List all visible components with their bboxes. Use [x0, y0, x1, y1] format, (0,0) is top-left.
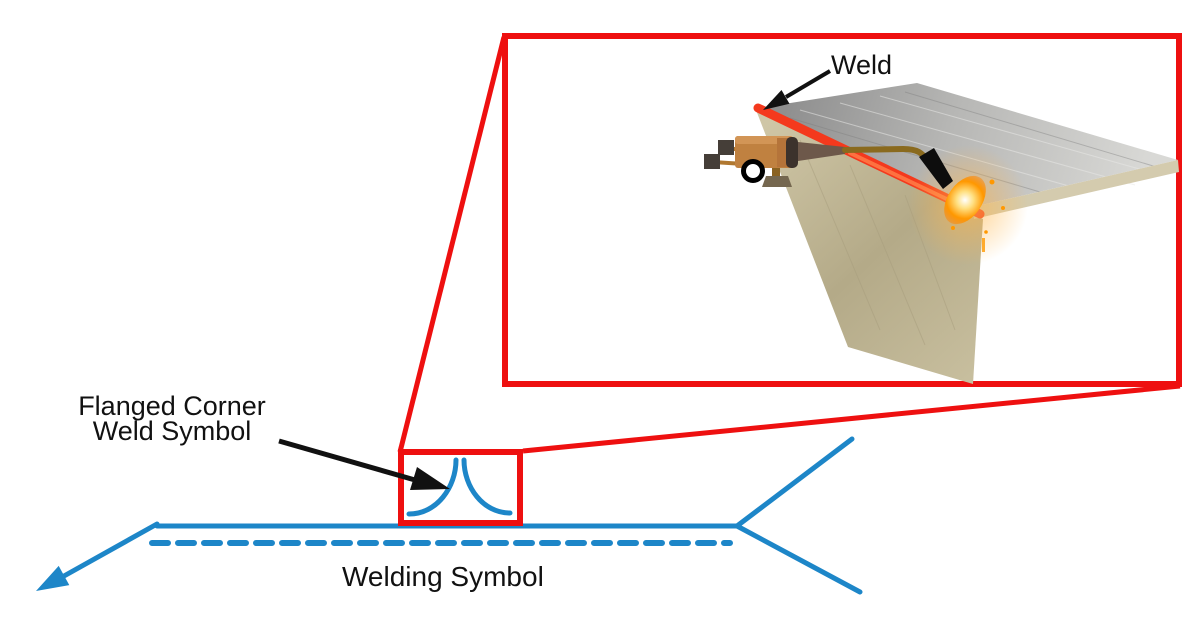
- flanged-label-arrow: [278, 438, 450, 490]
- pedestal: [762, 176, 792, 187]
- nozzle-cone: [798, 142, 845, 161]
- spool-ring-icon: [741, 159, 765, 183]
- weld-label-arrow: [763, 69, 832, 110]
- flanged-corner-label-line2: Weld Symbol: [92, 416, 252, 446]
- zoom-connector-line-2: [522, 383, 1181, 454]
- welding-symbol-label: Welding Symbol: [342, 561, 544, 592]
- body-stem: [772, 168, 780, 177]
- arrowhead-icon: [36, 565, 70, 591]
- torch-flame: [944, 175, 986, 225]
- torch-knob: [704, 154, 720, 169]
- zoom-connector-line-1: [397, 36, 507, 453]
- coupler: [786, 137, 798, 168]
- welding-torch: [704, 136, 953, 189]
- flanged-corner-symbol: [406, 457, 513, 517]
- flanged-corner-label: Flanged Corner Weld Symbol: [32, 391, 312, 446]
- torch-knob: [718, 140, 734, 155]
- weld-label: Weld: [831, 50, 893, 80]
- welding-symbol-group: [36, 436, 863, 595]
- top-plate: [759, 83, 1178, 207]
- flanged-corner-label-line1: Flanged Corner: [78, 391, 266, 421]
- weld-illustration: [704, 69, 1179, 384]
- zoom-connectors: [397, 36, 1181, 454]
- torch-head: [919, 148, 953, 189]
- tail-lines: [734, 436, 863, 595]
- vertical-plate: [756, 110, 983, 384]
- arrow-line: [61, 521, 160, 579]
